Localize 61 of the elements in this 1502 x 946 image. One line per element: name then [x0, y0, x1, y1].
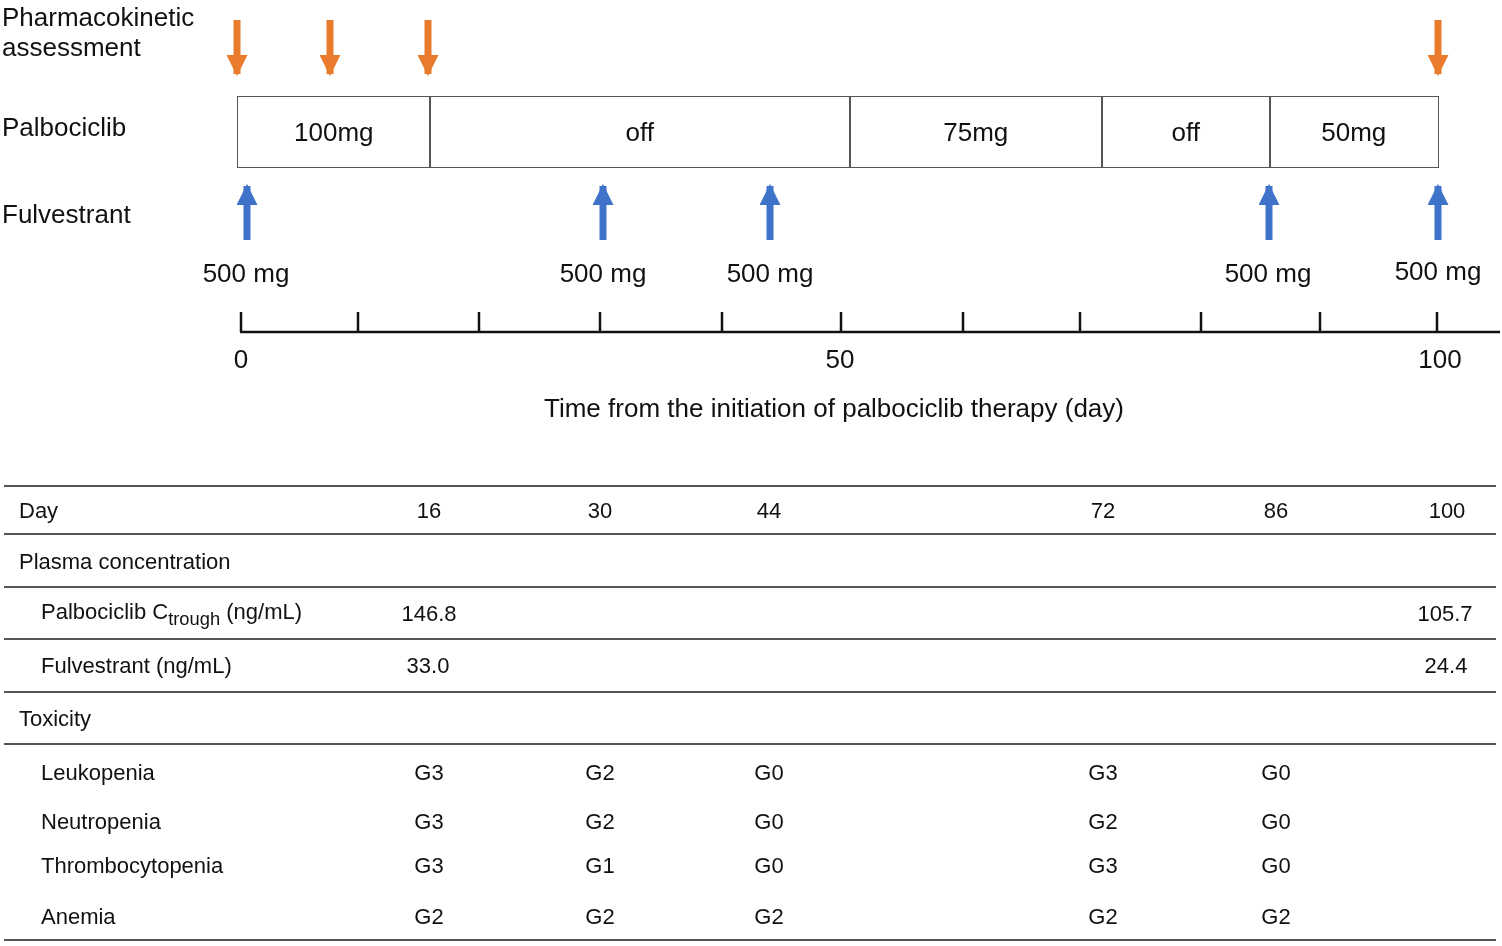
dose-label: 500 mg — [726, 259, 814, 289]
row-heading: Fulvestrant — [2, 200, 131, 230]
row-label: Anemia — [41, 904, 116, 930]
table-cell: G0 — [754, 853, 784, 879]
table-cell: G0 — [1261, 809, 1291, 835]
table-cell: G3 — [414, 760, 444, 786]
dose-label: off — [625, 116, 654, 148]
table-cell: G2 — [585, 760, 615, 786]
table-cell: G0 — [1261, 853, 1291, 879]
dose-segment — [1269, 96, 1439, 168]
row-heading: Pharmacokinetic assessment — [2, 3, 196, 63]
column-header: 86 — [1263, 498, 1289, 524]
table-cell: G0 — [754, 809, 784, 835]
table-cell: 24.4 — [1424, 653, 1468, 679]
dose-label: 500 mg — [559, 259, 647, 289]
table-cell: G2 — [585, 904, 615, 930]
row-label: Toxicity — [19, 706, 92, 732]
row-label: Plasma concentration — [19, 549, 231, 575]
table-cell: 33.0 — [406, 653, 450, 679]
table-cell: G2 — [1088, 904, 1118, 930]
table-cell: G3 — [414, 853, 444, 879]
row-label: Fulvestrant (ng/mL) — [41, 653, 232, 679]
row-heading: Palbociclib — [2, 113, 127, 143]
dose-label: 50mg — [1321, 116, 1387, 148]
column-header: 16 — [416, 498, 442, 524]
table-cell: G2 — [1261, 904, 1291, 930]
column-header: 30 — [587, 498, 613, 524]
table-cell: G3 — [414, 809, 444, 835]
dose-segment — [849, 96, 1103, 168]
row-label: Neutropenia — [41, 809, 161, 835]
table-cell: 146.8 — [401, 601, 457, 627]
table-cell: G2 — [414, 904, 444, 930]
table-cell: G0 — [754, 760, 784, 786]
dose-label: 75mg — [943, 116, 1009, 148]
table-cell: G2 — [585, 809, 615, 835]
table-cell: G0 — [1261, 760, 1291, 786]
row-label: Palbociclib C$_{trough}$ (ng/mL) — [41, 599, 303, 629]
dose-segment — [429, 96, 851, 168]
dose-label: off — [1171, 116, 1200, 148]
dose-label: 500 mg — [202, 259, 290, 289]
row-label: Thrombocytopenia — [41, 853, 224, 879]
tick-label: 50 — [825, 345, 855, 375]
table-cell: G2 — [1088, 809, 1118, 835]
dose-label: 500 mg — [1394, 257, 1482, 287]
row-label: Leukopenia — [41, 760, 155, 786]
tick-label: 100 — [1418, 345, 1462, 375]
table-cell: G3 — [1088, 853, 1118, 879]
column-header: 72 — [1090, 498, 1116, 524]
column-header: 44 — [756, 498, 782, 524]
table-cell: G3 — [1088, 760, 1118, 786]
table-cell: 105.7 — [1417, 601, 1473, 627]
tick-label: 0 — [233, 345, 249, 375]
axis-title: Time from the initiation of palbociclib therapy (day) — [544, 394, 1124, 424]
column-header: Day — [19, 498, 59, 524]
table-cell: G1 — [585, 853, 615, 879]
column-header: 100 — [1428, 498, 1466, 524]
dose-label: 500 mg — [1224, 259, 1312, 289]
dose-segment — [237, 96, 431, 168]
table-cell: G2 — [754, 904, 784, 930]
dose-segment — [1101, 96, 1271, 168]
dose-label: 100mg — [294, 116, 374, 148]
